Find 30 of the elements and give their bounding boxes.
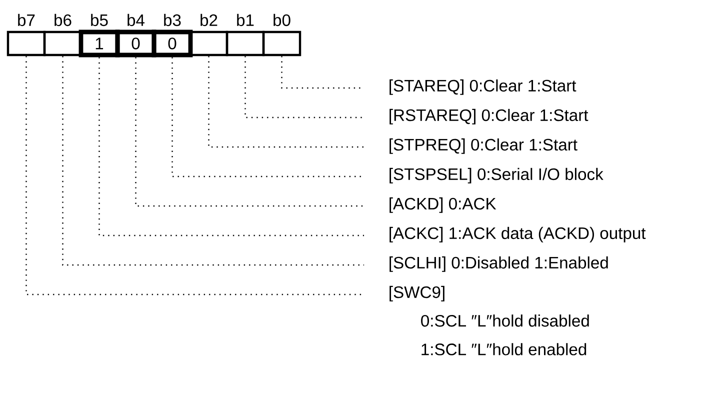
field-description: [STAREQ] 0:Clear 1:Start	[390, 79, 576, 95]
field-description: [STSPSEL] 0:Serial I/O block	[390, 168, 604, 184]
bit-cell	[226, 30, 265, 56]
leader-line	[208, 56, 364, 148]
bit-label: b5	[91, 14, 108, 26]
bit-label: b2	[200, 14, 218, 26]
field-description: [RSTAREQ] 0:Clear 1:Start	[390, 108, 588, 124]
bit-cell	[6, 30, 46, 56]
leader-line	[98, 57, 364, 236]
field-description: [ACKD] 0:ACK	[390, 197, 496, 213]
field-description: [STPREQ] 0:Clear 1:Start	[390, 138, 578, 154]
bit-cell: 0	[152, 30, 193, 58]
field-description: [ACKC] 1:ACK data (ACKD) output	[390, 226, 646, 242]
leader-line	[135, 57, 364, 207]
bit-cell: 0	[115, 30, 156, 58]
bit-label: b0	[274, 14, 290, 26]
bit-label: b4	[128, 14, 144, 26]
bit-label: b1	[237, 14, 254, 26]
bit-cell	[262, 30, 302, 56]
bit-label: b3	[164, 14, 181, 26]
leader-line	[26, 56, 364, 296]
leader-line	[172, 57, 364, 178]
leader-line	[244, 56, 364, 118]
field-description: [SWC9] 0:SCL ″L″hold disabled 1:SCL ″L″hold enabled	[390, 286, 589, 356]
bit-cell	[189, 30, 228, 56]
bit-label: b6	[54, 14, 72, 26]
bit-cell: 1	[78, 30, 120, 58]
field-description: [SCLHI] 0:Disabled 1:Enabled	[390, 256, 608, 272]
leader-line	[62, 56, 364, 266]
bit-label: b7	[18, 14, 35, 26]
